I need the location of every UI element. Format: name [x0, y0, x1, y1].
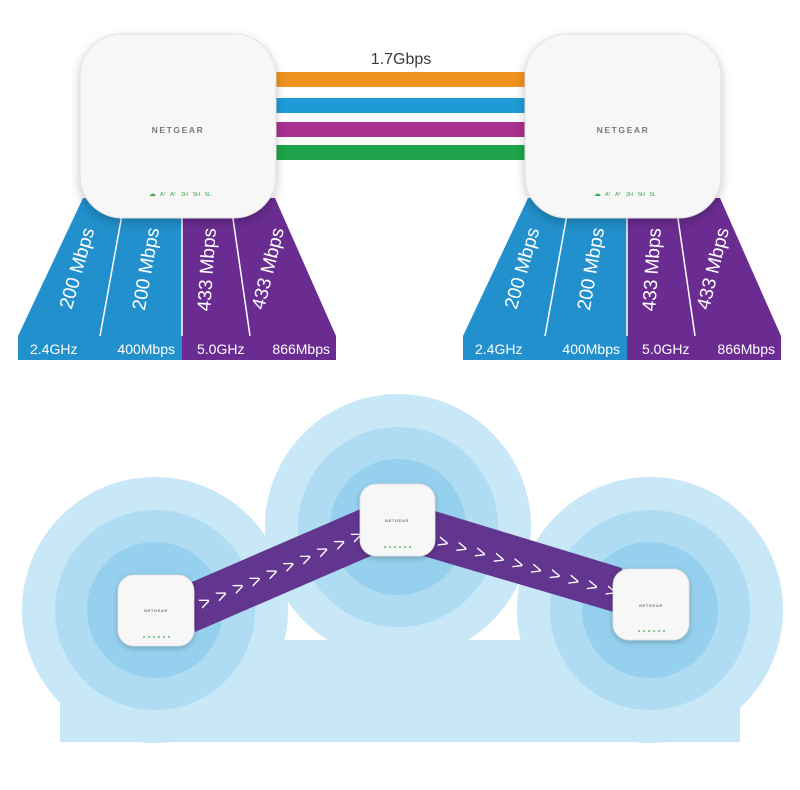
led-label: ☁ — [149, 191, 156, 198]
ap-brand-label: NETGEAR — [639, 603, 663, 608]
mesh-link-left — [185, 508, 373, 632]
mesh-ap-center — [359, 483, 436, 557]
stream-band — [230, 198, 336, 336]
coverage-zones — [22, 394, 783, 743]
mesh-ap-right — [612, 568, 690, 641]
ap-status-leds — [384, 546, 411, 548]
band-label: 5.0GHz — [642, 341, 689, 357]
access-point-body — [117, 574, 195, 647]
band-bar-2g — [18, 336, 182, 360]
mesh-links: >>>>>>>>>> >>>>>>>>>> — [185, 508, 622, 632]
stream-band — [182, 198, 250, 336]
access-point-right — [524, 33, 722, 219]
backhaul-speed-label: 1.7Gbps — [371, 51, 431, 68]
ap-brand-label: NETGEAR — [597, 125, 650, 135]
band-label: 2.4GHz — [475, 341, 522, 357]
access-point-left — [79, 33, 277, 219]
backhaul-lane-blue — [270, 98, 532, 113]
mesh-link-right — [420, 508, 622, 613]
backhaul-lane-magenta — [270, 122, 532, 137]
backhaul-lane-orange — [270, 72, 532, 87]
band-bar-5g — [627, 336, 781, 360]
stream-band — [100, 198, 182, 336]
band-bar-2g — [463, 336, 627, 360]
band-bar-5g — [182, 336, 336, 360]
band-rate: 866Mbps — [717, 341, 775, 357]
led-label: 5L — [205, 192, 211, 198]
band-label: 2.4GHz — [30, 341, 77, 357]
led-label: 5H — [193, 192, 200, 198]
access-point-body — [524, 33, 722, 219]
access-point-body — [359, 483, 436, 557]
right-ap-streams: 200 Mbps 200 Mbps 433 Mbps 433 Mbps 2.4G… — [463, 197, 781, 360]
led-label: ☁ — [594, 191, 601, 198]
access-point-body — [79, 33, 277, 219]
led-label: A¹ — [160, 192, 166, 198]
stream-band — [675, 198, 781, 336]
stream-band — [627, 198, 695, 336]
ap-status-leds — [638, 630, 665, 632]
band-rate: 400Mbps — [117, 341, 175, 357]
led-label: A¹ — [605, 192, 611, 198]
led-label: 2H — [626, 192, 633, 198]
band-rate: 400Mbps — [562, 341, 620, 357]
ap-status-leds: ☁ A¹ A² 2H 5H 5L — [594, 191, 656, 198]
led-label: A² — [170, 192, 176, 198]
led-label: A² — [615, 192, 621, 198]
ap-status-leds: ☁ A¹ A² 2H 5H 5L — [149, 191, 211, 198]
access-point-body — [612, 568, 690, 641]
band-rate: 866Mbps — [272, 341, 330, 357]
backhaul-lane-green — [270, 145, 532, 160]
stream-band — [545, 198, 627, 336]
band-label: 5.0GHz — [197, 341, 244, 357]
ap-brand-label: NETGEAR — [385, 518, 409, 523]
backhaul-link: 1.7Gbps — [270, 51, 532, 160]
ap-brand-label: NETGEAR — [144, 608, 168, 613]
stream-band — [18, 198, 125, 336]
stream-band — [463, 198, 570, 336]
led-label: 5L — [650, 192, 656, 198]
led-label: 2H — [181, 192, 188, 198]
led-label: 5H — [638, 192, 645, 198]
ap-brand-label: NETGEAR — [152, 125, 205, 135]
mesh-ap-left — [117, 574, 195, 647]
ap-status-leds — [143, 636, 170, 638]
left-ap-streams: 200 Mbps 200 Mbps 433 Mbps 433 Mbps 2.4G… — [18, 197, 336, 360]
